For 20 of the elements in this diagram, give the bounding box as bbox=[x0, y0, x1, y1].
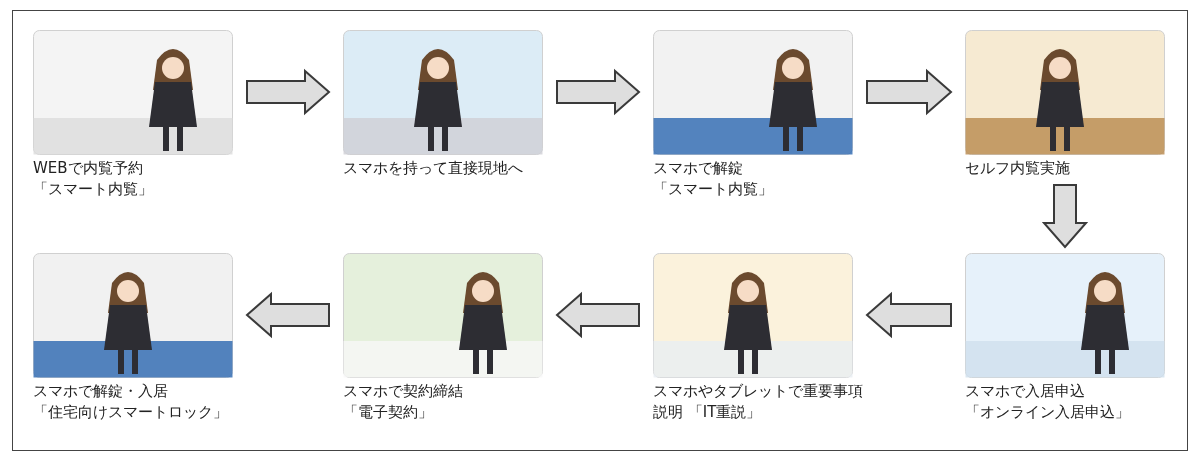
caption-text: スマホで解錠・入居 bbox=[33, 381, 169, 402]
block-arrow bbox=[865, 291, 952, 339]
block-arrow bbox=[556, 68, 641, 116]
caption-text: 「スマート内覧」 bbox=[653, 179, 774, 200]
caption-text: 「オンライン入居申込」 bbox=[965, 402, 1131, 423]
caption-text: スマホやタブレットで重要事項説明 「IT重説」 bbox=[653, 381, 864, 423]
block-arrow bbox=[555, 291, 640, 339]
caption-text: スマホで入居申込 bbox=[965, 381, 1086, 402]
caption-text: スマホで契約締結 bbox=[343, 381, 464, 402]
caption-text: セルフ内覧実施 bbox=[965, 158, 1071, 179]
caption-text: WEBで内覧予約 bbox=[33, 158, 144, 179]
block-arrow bbox=[246, 68, 331, 116]
caption-text: 「電子契約」 bbox=[343, 402, 434, 423]
caption-text: スマホで解錠 bbox=[653, 158, 744, 179]
block-arrow bbox=[866, 68, 953, 116]
block-arrow bbox=[245, 291, 330, 339]
block-arrow bbox=[1041, 184, 1089, 249]
caption-text: 「住宅向けスマートロック」 bbox=[33, 402, 229, 423]
caption-text: 「スマート内覧」 bbox=[33, 179, 154, 200]
caption-text: スマホを持って直接現地へ bbox=[343, 158, 524, 179]
